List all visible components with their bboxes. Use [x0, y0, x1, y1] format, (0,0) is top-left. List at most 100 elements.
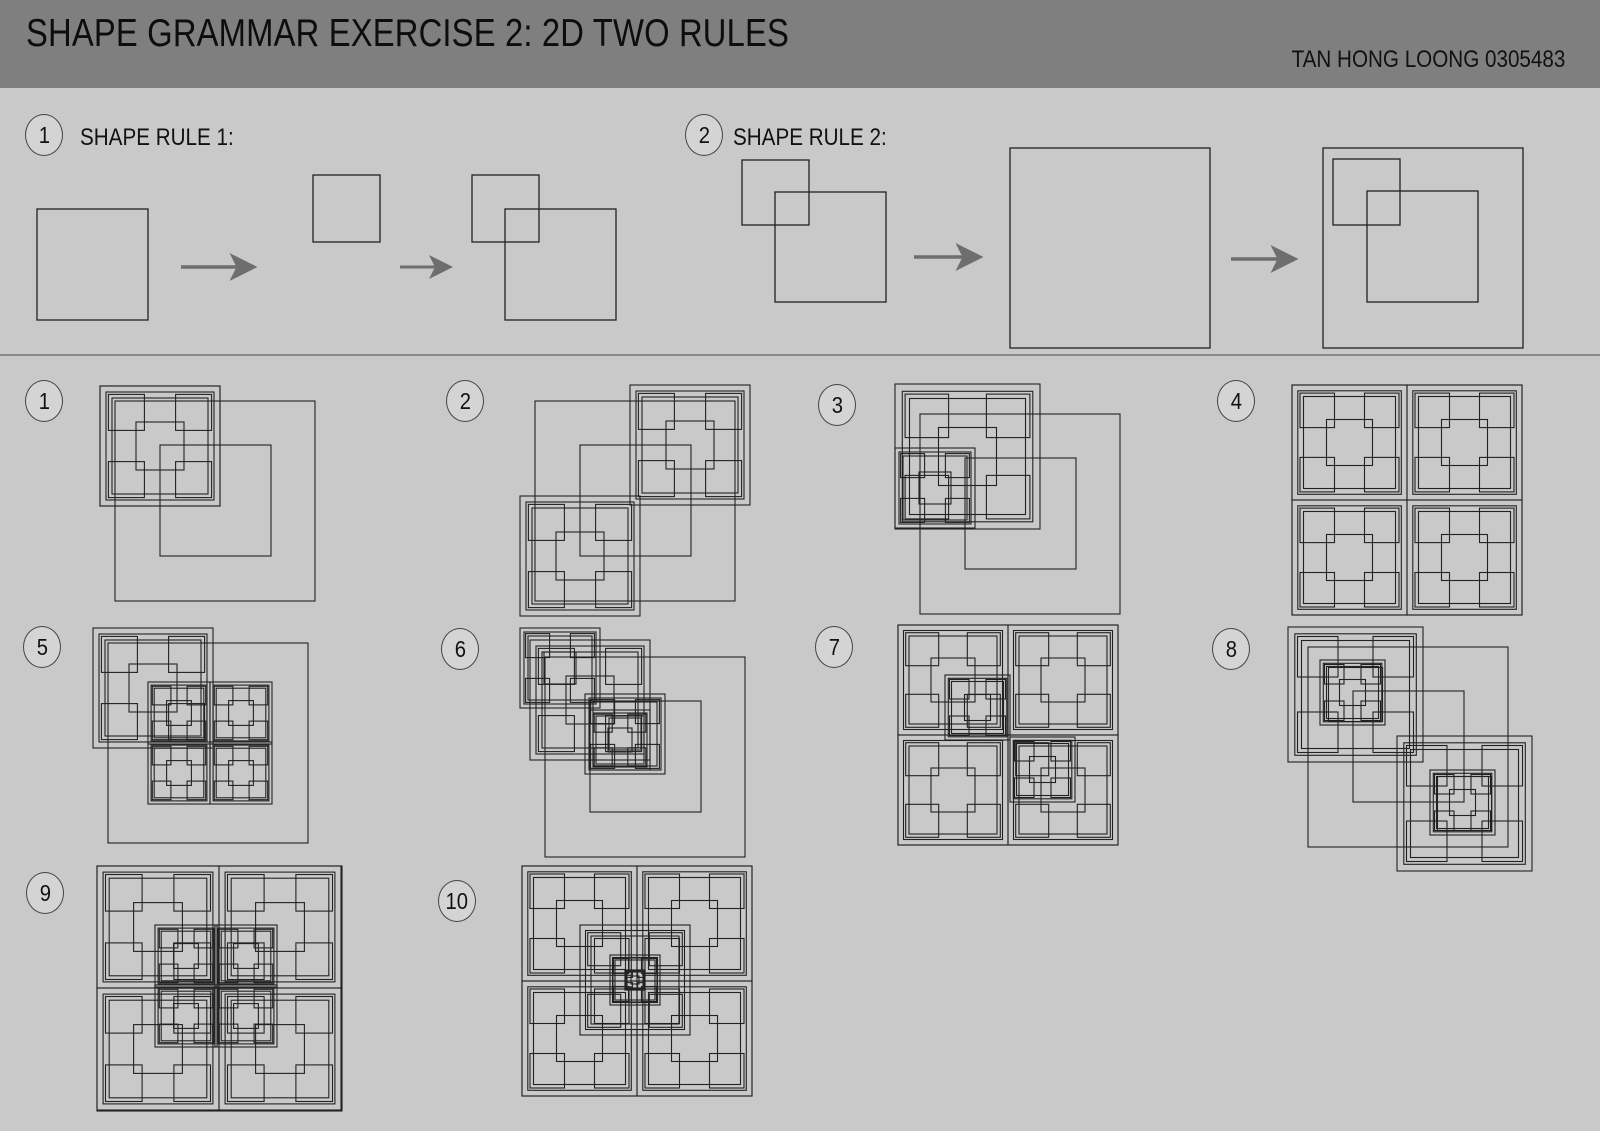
iteration-square [647, 991, 742, 1086]
iteration-10-figure [521, 865, 753, 1097]
iteration-square [1299, 392, 1336, 429]
iteration-square [215, 747, 267, 799]
iteration-square [1363, 456, 1400, 493]
iteration-square [636, 865, 753, 982]
iteration-square [1040, 657, 1086, 703]
iteration-square [1412, 390, 1517, 495]
iteration-square [135, 421, 185, 471]
rule-2-big-square [1009, 147, 1211, 349]
iteration-square [1007, 734, 1119, 846]
iteration-square [625, 970, 633, 978]
iteration-square [1470, 773, 1492, 795]
iteration-square [253, 988, 274, 1009]
iteration-square [705, 392, 743, 430]
iteration-square [230, 999, 330, 1099]
iteration-square [175, 393, 213, 431]
iteration-square [670, 1014, 719, 1063]
iteration-number-4: 4 [1230, 387, 1242, 414]
iteration-2-figure [519, 384, 751, 617]
iteration-square [930, 767, 976, 813]
iteration-square [529, 937, 566, 974]
iteration-square [158, 988, 179, 1009]
iteration-square [642, 986, 747, 1091]
iteration-badge-6: 6 [441, 628, 479, 670]
iteration-square [637, 970, 645, 978]
iteration-square [612, 985, 630, 1003]
iteration-square [217, 927, 275, 985]
iteration-number-6: 6 [454, 635, 466, 662]
iteration-square [708, 988, 745, 1025]
iteration-square [531, 507, 629, 605]
iteration-square [104, 873, 143, 912]
iteration-square [1372, 711, 1415, 754]
iteration-square [624, 969, 646, 991]
iteration-square [1319, 659, 1386, 726]
iteration-square [637, 982, 645, 990]
iteration-square [1076, 803, 1111, 838]
iteration-square [224, 993, 336, 1105]
iteration-square [670, 899, 719, 948]
iteration-square [218, 988, 239, 1009]
iteration-square [209, 681, 273, 745]
iteration-square [605, 715, 643, 753]
iteration-square [228, 760, 254, 786]
iteration-square [1307, 646, 1509, 848]
iteration-square [158, 963, 179, 984]
iteration-number-9: 9 [39, 879, 51, 906]
iteration-square [1352, 690, 1465, 803]
rule-2-result-frame [1322, 147, 1524, 349]
rule-number-badge-1: 1 [25, 114, 63, 156]
iteration-square [1414, 456, 1451, 493]
iteration-square [642, 871, 747, 976]
iteration-square [537, 715, 575, 753]
iteration-square [193, 928, 214, 949]
iteration-square [905, 632, 940, 667]
iteration-badge-7: 7 [815, 626, 853, 668]
iteration-square [705, 460, 743, 498]
iteration-square [640, 985, 658, 1003]
iteration-square [1406, 499, 1523, 616]
iteration-square [593, 713, 613, 733]
iteration-square [1302, 510, 1397, 605]
iteration-square [1414, 392, 1451, 429]
iteration-square [523, 631, 597, 705]
iteration-square [1076, 742, 1111, 777]
iteration-square [525, 501, 635, 611]
iteration-square [157, 927, 215, 985]
iteration-square [593, 873, 630, 910]
iteration-square [111, 397, 209, 495]
iteration-square [1363, 571, 1400, 608]
iteration-square [166, 760, 192, 786]
iteration-square [1050, 777, 1072, 799]
iteration-square [114, 400, 316, 602]
iteration-square [944, 453, 970, 479]
iteration-square [948, 678, 970, 700]
iteration-3-figure [894, 383, 1121, 615]
iteration-square [295, 942, 334, 981]
iteration-square [173, 995, 212, 1034]
iteration-square [253, 963, 274, 984]
iteration-square [230, 877, 330, 977]
iteration-square [569, 677, 595, 703]
rule-2-start-large [774, 191, 887, 303]
iteration-square [1360, 663, 1382, 685]
iteration-number-8: 8 [1225, 635, 1237, 662]
iteration-square [186, 780, 207, 801]
iteration-square [220, 930, 272, 982]
iteration-badge-8: 8 [1212, 628, 1250, 670]
iteration-square [905, 693, 940, 728]
iteration-square [1296, 711, 1339, 754]
iteration-square [1372, 635, 1415, 678]
iteration-square [1440, 418, 1489, 467]
iteration-square [947, 677, 1008, 738]
iteration-square [213, 745, 234, 766]
iteration-square [158, 928, 179, 949]
iteration-square [1412, 505, 1517, 610]
iteration-square [105, 391, 215, 501]
iteration-square [107, 393, 145, 431]
iteration-square [966, 632, 1001, 667]
iteration-square [527, 503, 565, 541]
iteration-square [295, 873, 334, 912]
iteration-square [224, 871, 336, 983]
iteration-9-figure [96, 865, 343, 1112]
